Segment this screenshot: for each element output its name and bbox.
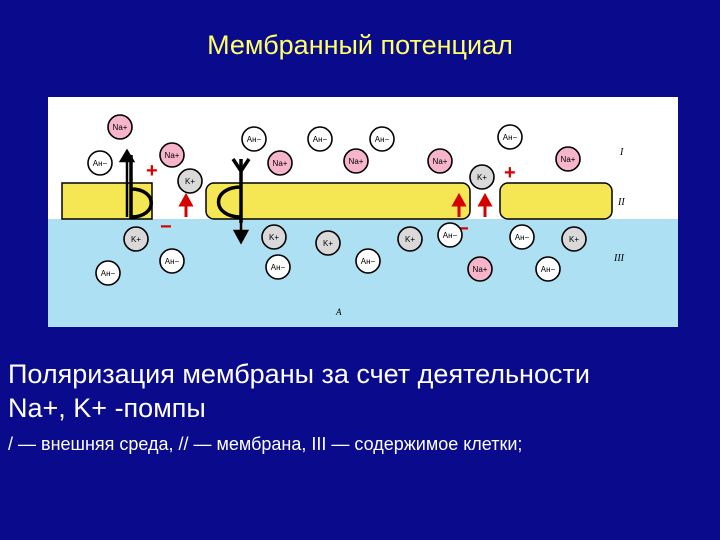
- red-arrow: [178, 192, 493, 217]
- na-ion: Na+: [159, 142, 185, 168]
- plus-sign: +: [146, 160, 158, 182]
- k-ion-label: K+: [131, 235, 141, 244]
- k-ion: K+: [315, 230, 341, 256]
- an-ion-label: Ан−: [361, 257, 376, 266]
- caption-legend: / — внешняя среда, // — мембрана, III — …: [8, 434, 523, 454]
- k-ion-label: K+: [569, 235, 579, 244]
- an-ion-label: Ан−: [443, 231, 458, 240]
- minus-sign: −: [457, 218, 469, 240]
- an-ion-label: Ан−: [541, 265, 556, 274]
- k-ion: K+: [561, 226, 587, 252]
- k-ion: K+: [397, 226, 423, 252]
- an-ion: Ан−: [87, 150, 113, 176]
- an-ion-label: Ан−: [515, 233, 530, 242]
- an-ion-label: Ан−: [165, 257, 180, 266]
- na-ion: Na+: [107, 114, 133, 140]
- an-ion-label: Ан−: [93, 159, 108, 168]
- k-ion-label: K+: [405, 235, 415, 244]
- na-ion-label: Na+: [473, 265, 488, 274]
- an-ion: Ан−: [535, 256, 561, 282]
- layer-label-outer: I: [619, 147, 624, 158]
- membrane-segment: [205, 182, 471, 220]
- na-ion-label: Na+: [165, 151, 180, 160]
- an-ion: Ан−: [159, 248, 185, 274]
- minus-sign: −: [160, 216, 172, 238]
- an-ion: Ан−: [369, 126, 395, 152]
- ion-layer: Na+ Ан− Na+ K+ Ан− Ан− Ан− Ан− Na+ Na+ Na+ Na+ K+ K+ K…: [87, 114, 587, 286]
- k-ion-label: K+: [323, 239, 333, 248]
- arrow-out: [118, 148, 136, 217]
- an-ion-label: Ан−: [247, 135, 262, 144]
- k-ion-label: K+: [477, 173, 487, 182]
- an-ion: Ан−: [437, 222, 463, 248]
- slide-title: Мембранный потенциал: [207, 30, 513, 60]
- an-ion: Ан−: [95, 260, 121, 286]
- k-ion-label: K+: [185, 177, 195, 186]
- na-ion-label: Na+: [273, 159, 288, 168]
- na-ion-label: Na+: [113, 123, 128, 132]
- an-ion-label: Ан−: [503, 133, 518, 142]
- plus-sign: +: [504, 162, 516, 184]
- an-ion: Ан−: [265, 254, 291, 280]
- k-ion: K+: [123, 226, 149, 252]
- k-ion-label: K+: [269, 233, 279, 242]
- an-ion: Ан−: [355, 248, 381, 274]
- na-ion: Na+: [267, 150, 293, 176]
- an-ion-label: Ан−: [101, 269, 116, 278]
- layer-label-inner: III: [613, 253, 625, 264]
- an-ion: Ан−: [241, 126, 267, 152]
- an-ion-label: Ан−: [313, 135, 328, 144]
- an-ion-label: Ан−: [271, 263, 286, 272]
- na-ion-label: Na+: [561, 155, 576, 164]
- na-ion: Na+: [427, 148, 453, 174]
- k-ion: K+: [469, 164, 495, 190]
- figure-label: A: [335, 307, 342, 317]
- membrane-segment: [499, 182, 613, 220]
- an-ion: Ан−: [497, 124, 523, 150]
- na-ion: Na+: [555, 146, 581, 172]
- pump-b-symbol: [129, 155, 153, 219]
- membrane-diagram: + + − − I II III A Na+ Ан− Na+ K+ Ан− Ан− Ан− А…: [48, 97, 678, 327]
- an-ion: Ан−: [509, 224, 535, 250]
- an-ion: Ан−: [307, 126, 333, 152]
- na-ion: Na+: [467, 256, 493, 282]
- caption-main: Поляризация мембраны за счет деятельност…: [8, 357, 712, 425]
- caption-line-1: Поляризация мембраны за счет деятельност…: [8, 359, 590, 389]
- na-ion: Na+: [343, 148, 369, 174]
- k-ion: K+: [177, 168, 203, 194]
- caption-line-2: Na+, K+ -помпы: [8, 393, 206, 423]
- na-ion-label: Na+: [349, 157, 364, 166]
- layer-label-membrane: II: [617, 197, 625, 208]
- an-ion-label: Ан−: [375, 135, 390, 144]
- k-ion: K+: [261, 224, 287, 250]
- na-ion-label: Na+: [433, 157, 448, 166]
- arrow-in: [232, 171, 250, 245]
